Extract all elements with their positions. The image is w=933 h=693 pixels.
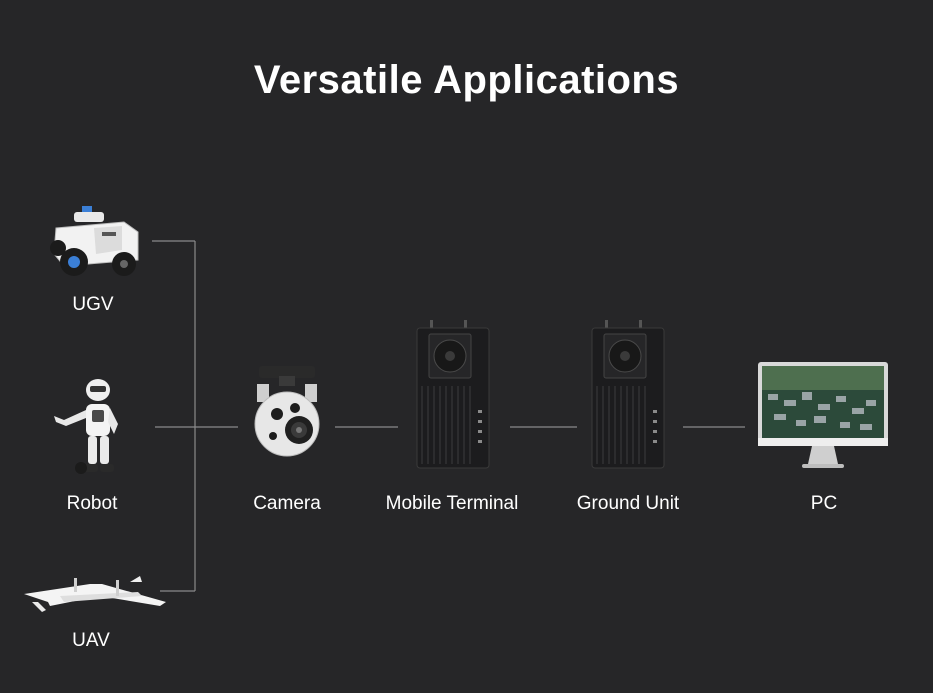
camera-label: Camera xyxy=(253,493,321,514)
robot-label: Robot xyxy=(66,493,118,514)
pc-monitor-icon xyxy=(758,362,888,468)
ground-unit-label: Ground Unit xyxy=(576,493,680,514)
mobile-terminal-label: Mobile Terminal xyxy=(385,493,519,514)
uav-label: UAV xyxy=(72,630,110,651)
ugv-robot-vehicle-icon xyxy=(50,206,139,276)
gimbal-camera-icon xyxy=(254,366,320,457)
fixed-wing-drone-icon xyxy=(24,576,166,612)
ugv-label: UGV xyxy=(72,294,114,315)
ground-unit-radio-box-icon xyxy=(591,320,665,469)
pc-label: PC xyxy=(810,493,838,514)
page-title: Versatile Applications xyxy=(253,58,680,102)
humanoid-robot-icon xyxy=(54,379,118,474)
mobile-terminal-radio-box-icon xyxy=(416,320,490,469)
